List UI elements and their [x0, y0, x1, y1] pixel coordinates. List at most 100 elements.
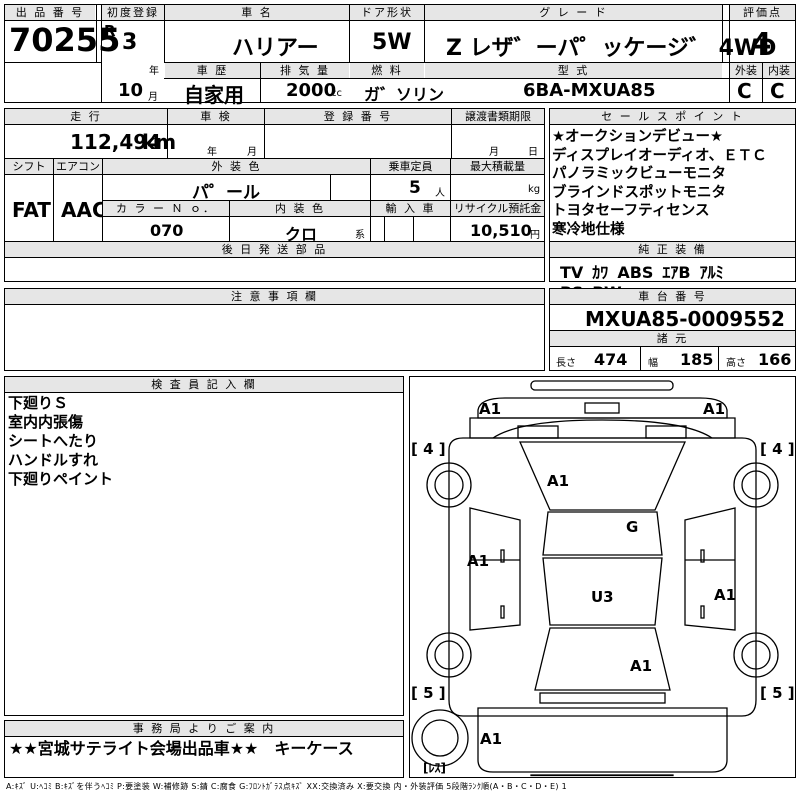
equipment-header: 純 正 装 備	[550, 242, 795, 257]
capacity-unit: 人	[435, 188, 445, 199]
car-name-header: 車 名	[165, 5, 349, 20]
recycle-fee: 10,510	[470, 221, 532, 240]
mileage-header: 走 行	[5, 109, 167, 124]
car-name: ハリアー	[232, 36, 319, 61]
inspector-note-item: ハンドルすれ	[8, 451, 99, 469]
equipment-item: ｴｱB	[662, 263, 691, 282]
sales-point-item: ブラインドスポットモニタ	[552, 184, 726, 201]
chassis-header: 車 台 番 号	[550, 289, 795, 304]
recycle-header: リサイクル預託金	[451, 201, 544, 216]
remarks-header: 注 意 事 項 欄	[5, 289, 544, 304]
shift: FAT	[12, 198, 51, 222]
first-reg-header: 初度登録	[102, 5, 164, 20]
door-header: ドア形状	[350, 5, 424, 20]
inspection-month-unit: 月	[247, 147, 257, 158]
inspector-note-item: 室内内張傷	[8, 413, 84, 431]
score: 4	[752, 26, 772, 59]
sales-point-item: トヨタセーフティセンス	[552, 203, 710, 219]
int-color-header: 内 装 色	[230, 201, 370, 216]
inspector-note-item: 下廻りペイント	[8, 470, 114, 488]
legend: A:ｷｽﾞ U:ﾍｺﾐ B:ｷｽﾞを伴うﾍｺﾐ P:要塗装 W:補修跡 S:錆 …	[6, 782, 567, 791]
displacement-unit: cc	[331, 88, 342, 99]
sales-point-item: パノラミックビューモニタ	[552, 166, 726, 182]
inspector-note-item: 下廻りＳ	[8, 394, 69, 412]
spec-section	[4, 108, 545, 282]
dimensions-header: 諸 元	[550, 331, 795, 346]
fuel: ガ゛ソリン	[364, 85, 445, 104]
sales-points-header: セ ー ル ス ポ イ ン ト	[550, 109, 795, 124]
remarks-section	[4, 288, 545, 371]
color-no: 070	[150, 221, 184, 240]
recycle-unit: 円	[530, 230, 540, 241]
equipment-item: ABS	[617, 263, 654, 282]
ext-grade: C	[737, 79, 752, 103]
exterior-header: 外装	[730, 63, 762, 78]
office-header: 事 務 局 よ り ご 案 内	[5, 721, 403, 736]
reg-no-header: 登 録 番 号	[265, 109, 451, 124]
capacity-header: 乗車定員	[371, 159, 450, 174]
shift-header: シフト	[5, 159, 53, 174]
grade-header: グ レ ー ド	[425, 5, 722, 20]
model-code-header: 型 式	[425, 63, 722, 78]
sales-point-item: ディスプレイオーディオ、ＥＴＣ	[552, 147, 767, 164]
history: 自家用	[184, 83, 244, 107]
width-label: 幅	[648, 358, 658, 369]
fuel-header: 燃 料	[350, 63, 424, 78]
office-section	[4, 720, 404, 778]
reg-year: 3	[122, 30, 138, 55]
displacement: 2000	[286, 80, 337, 101]
grade: Z レザ゛ーパ゜ッケージ゛ 4WD	[446, 36, 777, 61]
aircon-header: エアコン	[54, 159, 102, 174]
displacement-header: 排 気 量	[261, 63, 349, 78]
int-grade: C	[770, 79, 785, 103]
sales-point-item: ★オークションデビュー★	[552, 129, 723, 145]
load-unit: kg	[528, 184, 541, 195]
max-load-header: 最大積載量	[451, 159, 544, 174]
capacity: 5	[409, 178, 421, 198]
int-color-unit: 系	[355, 230, 365, 241]
transfer-month-unit: 月	[489, 147, 499, 158]
equipment-item: ｱﾙﾐ	[699, 263, 724, 282]
inspection-year-unit: 年	[207, 147, 217, 158]
color-no-header: カ ラ ー Ｎ ｏ．	[103, 201, 229, 216]
ext-color-header: 外 装 色	[103, 159, 370, 174]
transfer-day-unit: 日	[528, 147, 538, 158]
chassis-number: MXUA85-0009552	[585, 307, 785, 331]
later-parts-header: 後 日 発 送 部 品	[5, 242, 544, 257]
door-type: 5W	[372, 30, 412, 55]
car-diagram-frame	[409, 376, 796, 778]
history-header: 車 歴	[165, 63, 260, 78]
inspector-header: 検 査 員 記 入 欄	[5, 377, 403, 392]
score-header: 評価点	[730, 5, 795, 20]
height: 166	[758, 350, 792, 369]
inspection-header: 車 検	[168, 109, 264, 124]
sales-point-item: 寒冷地仕様	[552, 221, 625, 238]
length-label: 長さ	[556, 358, 576, 369]
equipment-item: TV	[560, 263, 584, 282]
width: 185	[680, 350, 714, 369]
int-color: クロ	[285, 225, 318, 244]
office-note: ★★宮城サテライト会場出品車★★ キーケース	[9, 739, 354, 758]
reg-year-unit: 年	[149, 66, 159, 77]
import-header: 輸 入 車	[371, 201, 450, 216]
sales-points-section	[549, 108, 796, 282]
lot-no-header: 出 品 番 号	[5, 5, 95, 20]
chassis-section	[549, 288, 796, 371]
reg-month-unit: 月	[148, 92, 158, 103]
height-label: 高さ	[726, 358, 746, 369]
length: 474	[594, 350, 628, 369]
top-section	[4, 4, 796, 103]
model-code: 6BA-MXUA85	[523, 80, 656, 101]
lot-number: 70255	[9, 21, 121, 59]
mileage: 112,494	[70, 130, 162, 154]
reg-era: R	[104, 22, 116, 40]
inspector-section	[4, 376, 404, 716]
transfer-header: 譲渡書類期限	[452, 109, 544, 124]
ext-color: パ゜ール	[192, 183, 260, 203]
equipment-item: ｶﾜ	[592, 263, 609, 282]
sales-points-list: ★オークションデビュー★ ディスプレイオーディオ、ＥＴＣ パノラミックビューモニタブ…	[552, 128, 767, 239]
inspector-note-item: シートへたり	[8, 432, 99, 450]
reg-month: 10	[118, 80, 144, 101]
interior-header: 内装	[763, 63, 795, 78]
